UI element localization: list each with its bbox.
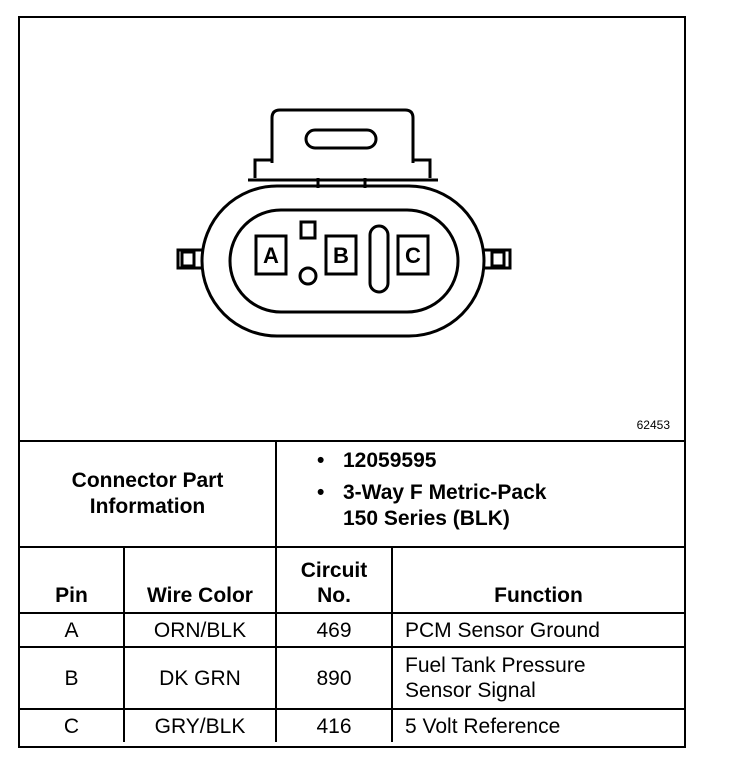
housing-inner <box>228 208 460 314</box>
pin-cell: A <box>20 612 125 648</box>
table-row: C GRY/BLK 416 5 Volt Reference <box>20 708 684 742</box>
tab-slot <box>304 128 378 150</box>
pin-cell: B <box>20 646 125 710</box>
connector-sheet: A B C 62453 Connector Part Information 1… <box>18 16 686 748</box>
header-pin: Pin <box>20 546 125 614</box>
circuit-cell: 890 <box>275 646 393 710</box>
function-cell: PCM Sensor Ground <box>391 612 684 648</box>
header-function: Function <box>391 546 684 614</box>
housing-outer <box>200 184 486 338</box>
alignment-dot <box>298 266 318 286</box>
part-info-label-line1: Connector Part <box>71 469 224 492</box>
connector-diagram: A B C <box>176 108 512 338</box>
pin-label-a: A <box>263 243 279 268</box>
tab-shoulders <box>253 158 432 178</box>
divider-rib <box>368 224 390 294</box>
header-circuit-line1: Circuit <box>300 559 368 582</box>
circuit-cell: 416 <box>275 708 393 742</box>
pin-label-c: C <box>405 243 421 268</box>
function-cell: 5 Volt Reference <box>391 708 684 742</box>
locking-tab <box>270 108 415 163</box>
part-info-label-line2: Information <box>89 495 206 518</box>
right-ear <box>484 248 512 270</box>
part-info-row: Connector Part Information 12059595 3-Wa… <box>20 442 684 548</box>
connector-type: 3-Way F Metric-Pack 150 Series (BLK) <box>317 480 684 532</box>
connector-info-table: Connector Part Information 12059595 3-Wa… <box>20 442 684 742</box>
pin-cell: C <box>20 708 125 742</box>
wire-color-cell: ORN/BLK <box>123 612 277 648</box>
function-line2: Sensor Signal <box>405 679 536 702</box>
table-row: B DK GRN 890 Fuel Tank Pressure Sensor S… <box>20 646 684 710</box>
cavity-c <box>396 234 430 276</box>
connector-series: 150 Series (BLK) <box>343 507 510 530</box>
wire-color-cell: DK GRN <box>123 646 277 710</box>
header-circuit: Circuit No. <box>275 546 393 614</box>
figure-number: 62453 <box>636 418 670 432</box>
pin-label-b: B <box>333 243 349 268</box>
left-ear-nub <box>180 250 196 268</box>
right-ear-nub <box>490 250 506 268</box>
table-header-row: Pin Wire Color Circuit No. Function <box>20 546 684 614</box>
header-circuit-line2: No. <box>317 584 351 607</box>
left-ear <box>176 248 202 270</box>
connector-drawing-area: A B C 62453 <box>20 18 684 442</box>
part-number: 12059595 <box>317 448 684 474</box>
table-row: A ORN/BLK 469 PCM Sensor Ground <box>20 612 684 648</box>
cavity-a <box>254 234 288 276</box>
function-cell: Fuel Tank Pressure Sensor Signal <box>391 646 684 710</box>
wire-color-cell: GRY/BLK <box>123 708 277 742</box>
part-info-label: Connector Part Information <box>20 442 277 548</box>
header-wire-color: Wire Color <box>123 546 277 614</box>
circuit-cell: 469 <box>275 612 393 648</box>
function-line1: Fuel Tank Pressure <box>405 654 586 677</box>
polarizing-key <box>299 220 317 240</box>
part-info-details: 12059595 3-Way F Metric-Pack 150 Series … <box>275 442 684 548</box>
cavity-b <box>324 234 358 276</box>
connector-type-line1: 3-Way F Metric-Pack <box>343 481 547 504</box>
